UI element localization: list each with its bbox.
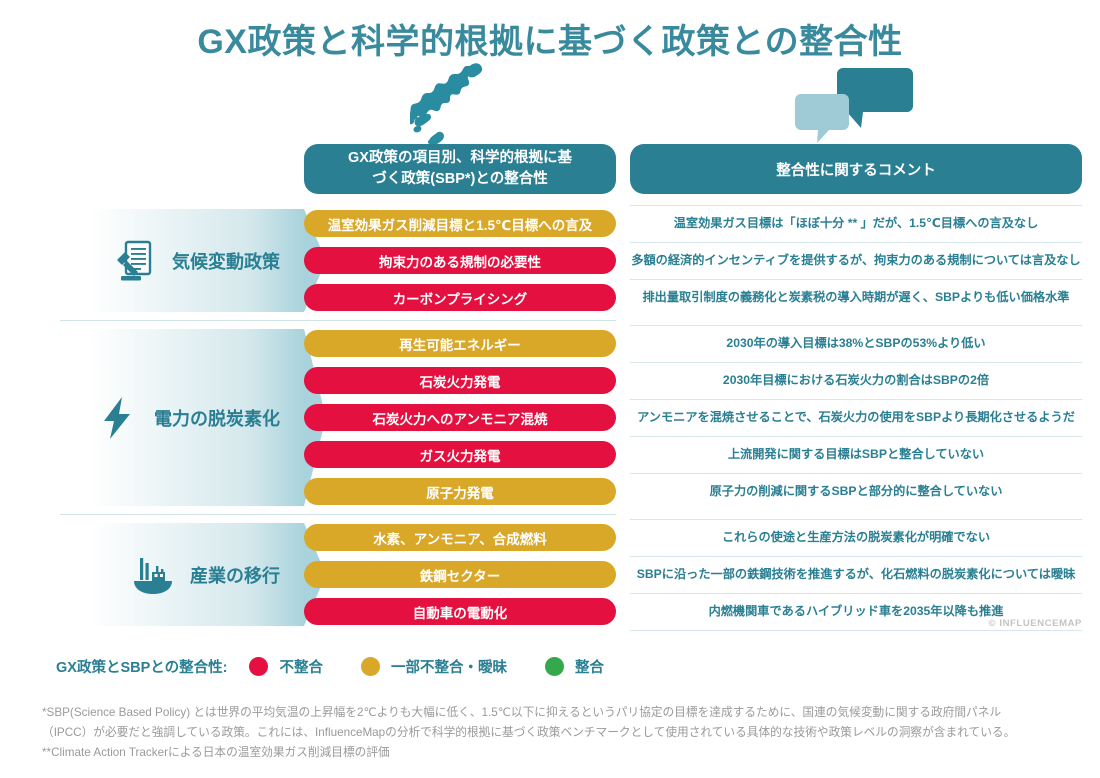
policy-pill[interactable]: 水素、アンモニア、合成燃料 — [304, 524, 616, 551]
category-label: 産業の移行 — [190, 565, 280, 586]
comment-cell: 内燃機関車であるハイブリッド車を2035年以降も推進 — [708, 603, 1004, 618]
legend-dot-green — [544, 657, 564, 676]
comment-separator — [630, 242, 1082, 243]
policy-pill[interactable]: 石炭火力発電 — [304, 367, 616, 394]
footnote-line-3: **Climate Action Trackerによる日本の温室効果ガス削減目標… — [42, 746, 390, 760]
header-left-line1: GX政策の項目別、科学的根拠に基 — [348, 149, 572, 166]
comment-cell: SBPに沿った一部の鉄鋼技術を推進するが、化石燃料の脱炭素化については曖昧 — [636, 566, 1076, 581]
speech-bubbles-icon — [795, 68, 915, 143]
policy-pill[interactable]: ガス火力発電 — [304, 441, 616, 468]
policy-pill[interactable]: 再生可能エネルギー — [304, 330, 616, 357]
comment-separator — [630, 630, 1082, 631]
header-right: 整合性に関するコメント — [630, 144, 1082, 194]
comment-separator — [630, 436, 1082, 437]
page-title: GX政策と科学的根拠に基づく政策との整合性 — [197, 23, 903, 61]
comment-separator — [630, 362, 1082, 363]
comment-separator — [630, 399, 1082, 400]
comment-separator — [630, 556, 1082, 557]
policy-pill[interactable]: 温室効果ガス削減目標と1.5℃目標への言及 — [304, 210, 616, 237]
comment-cell: 多額の経済的インセンティブを提供するが、拘束力のある規制については言及なし — [631, 252, 1081, 267]
comment-cell: 2030年の導入目標は38%とSBPの53%より低い — [726, 335, 986, 350]
footnote-line-2: （IPCC）が必要だと強調している政策。これには、InfluenceMapの分析… — [42, 726, 1016, 740]
document-gavel-icon — [112, 238, 158, 284]
category-1: 気候変動政策 — [60, 209, 304, 312]
header-left-line2: づく政策(SBP*)との整合性 — [372, 171, 548, 187]
header-left: GX政策の項目別、科学的根拠に基 づく政策(SBP*)との整合性 — [304, 144, 616, 194]
category-2: 電力の脱炭素化 — [60, 329, 304, 506]
policy-pill[interactable]: 拘束力のある規制の必要性 — [304, 247, 616, 274]
comment-cell: 上流開発に関する目標はSBPと整合していない — [727, 446, 985, 461]
policy-pill[interactable]: 原子力発電 — [304, 478, 616, 505]
category-3: 産業の移行 — [60, 523, 304, 626]
policy-pill[interactable]: カーボンプライシング — [304, 284, 616, 311]
policy-pill[interactable]: 石炭火力へのアンモニア混焼 — [304, 404, 616, 431]
legend-label: 整合 — [574, 660, 604, 676]
japan-map-icon — [406, 62, 490, 147]
legend-label: 不整合 — [279, 660, 323, 676]
legend-title: GX政策とSBPとの整合性: — [56, 660, 228, 676]
footnotes: *SBP(Science Based Policy) とは世界の平均気温の上昇幅… — [42, 703, 1052, 763]
policy-pill[interactable]: 自動車の電動化 — [304, 598, 616, 625]
group-separator — [60, 320, 616, 321]
header-right-label: 整合性に関するコメント — [776, 162, 936, 179]
comment-cell: 温室効果ガス目標は「ほぼ十分 ** 」だが、1.5℃目標への言及なし — [673, 215, 1039, 230]
footnote-line-1: *SBP(Science Based Policy) とは世界の平均気温の上昇幅… — [42, 706, 1002, 719]
legend-label: 一部不整合・曖昧 — [390, 660, 507, 676]
legend-item-red: 不整合 — [249, 656, 323, 677]
copyright: © INFLUENCEMAP — [988, 618, 1082, 629]
legend-dot-red — [249, 657, 269, 676]
comment-separator — [630, 473, 1082, 474]
comment-separator — [630, 593, 1082, 594]
legend-item-gold: 一部不整合・曖昧 — [360, 656, 507, 677]
comment-separator — [630, 279, 1082, 280]
factory-icon — [130, 552, 176, 598]
comment-separator — [630, 205, 1082, 206]
comment-separator — [630, 325, 1082, 326]
comment-cell: これらの使途と生産方法の脱炭素化が明確でない — [721, 529, 991, 544]
legend-dot-gold — [360, 657, 380, 676]
comment-cell: 排出量取引制度の義務化と炭素税の導入時期が遅く、SBPよりも低い価格水準 — [642, 289, 1070, 304]
comment-cell: 2030年目標における石炭火力の割合はSBPの2倍 — [722, 372, 990, 387]
lightning-bolt-icon — [94, 395, 140, 441]
category-label: 電力の脱炭素化 — [154, 408, 280, 429]
comment-cell: 原子力の削減に関するSBPと部分的に整合していない — [709, 483, 1003, 498]
policy-pill[interactable]: 鉄鋼セクター — [304, 561, 616, 588]
legend-item-green: 整合 — [544, 656, 604, 677]
comment-separator — [630, 519, 1082, 520]
comment-cell: アンモニアを混焼させることで、石炭火力の使用をSBPより長期化させるようだ — [637, 409, 1075, 424]
category-label: 気候変動政策 — [172, 251, 280, 272]
legend: GX政策とSBPとの整合性: 不整合 一部不整合・曖昧 整合 — [56, 656, 642, 677]
group-separator — [60, 514, 616, 515]
